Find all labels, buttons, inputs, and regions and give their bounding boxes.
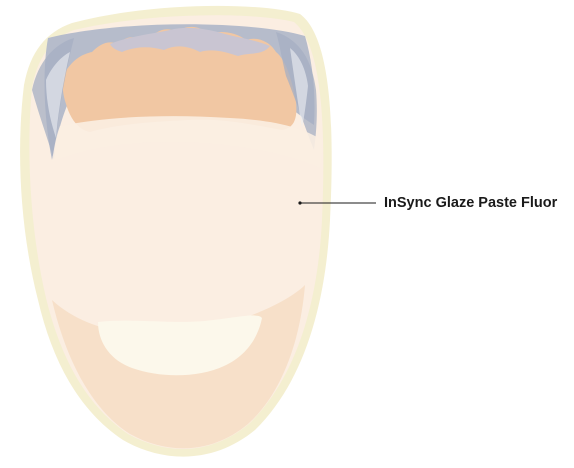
callout-label-glaze-paste: InSync Glaze Paste Fluor bbox=[384, 195, 557, 211]
